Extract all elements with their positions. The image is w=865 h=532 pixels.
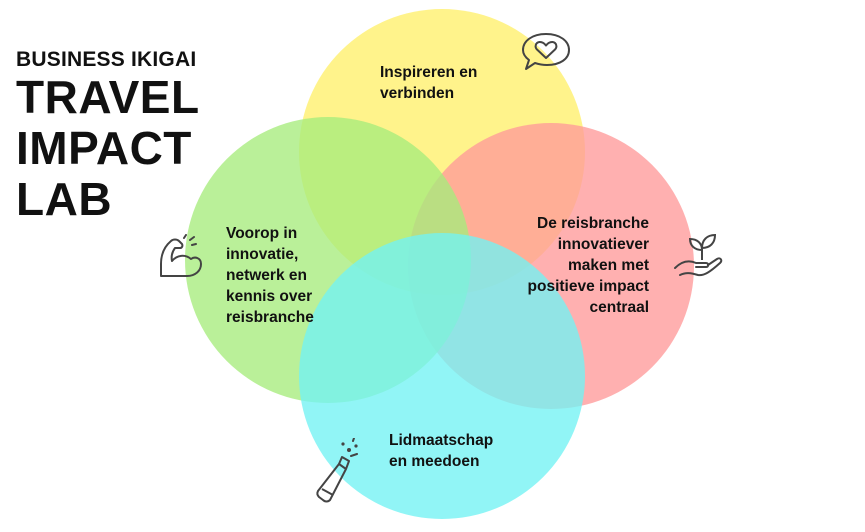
label-top: Inspireren en verbinden [380,62,477,104]
heart-speech-bubble-icon [522,33,570,70]
label-left: Voorop in innovatie, netwerk en kennis o… [226,223,314,328]
label-line: innovatiever [557,236,649,253]
champagne-bottle-icon [316,438,358,503]
label-line: Inspireren en [380,64,478,81]
label-line: Lidmaatschap [389,432,494,449]
title-line-1: TRAVEL [16,71,200,123]
title-block: BUSINESS IKIGAI TRAVEL IMPACT LAB [16,48,200,225]
label-line: positieve impact [527,278,649,295]
flexed-arm-icon [160,234,202,277]
label-line: kennis over [226,288,313,305]
label-line: netwerk en [226,267,307,284]
label-line: maken met [568,257,649,274]
title-line-2: IMPACT [16,122,192,174]
circle-bottom [299,233,585,519]
plant-in-hand-icon [674,233,723,277]
label-line: De reisbranche [537,215,649,232]
label-line: centraal [589,299,649,316]
label-right: De reisbranche innovatiever maken met po… [528,213,649,318]
label-line: verbinden [380,85,455,102]
label-bottom: Lidmaatschap en meedoen [389,430,493,472]
label-line: innovatie, [226,246,299,263]
label-line: Voorop in [226,225,298,242]
title-line-3: LAB [16,173,113,225]
subtitle: BUSINESS IKIGAI [16,48,197,71]
label-line: reisbranche [226,309,314,326]
label-line: en meedoen [389,453,480,470]
